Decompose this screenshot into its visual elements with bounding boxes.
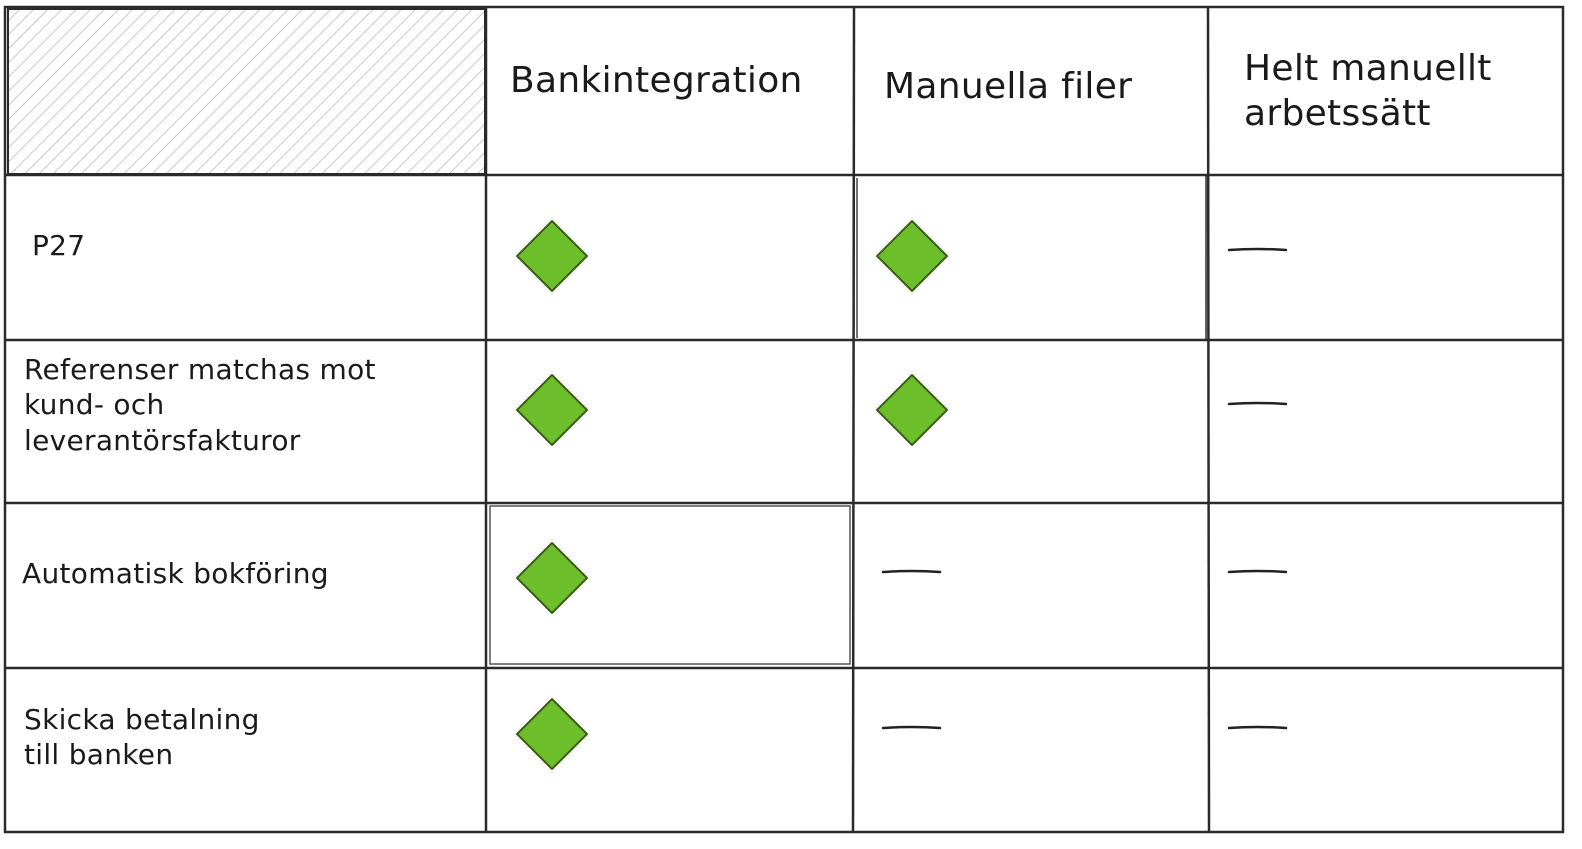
dash-line	[1227, 569, 1288, 574]
green-diamond-icon	[516, 698, 588, 770]
diamond-shape	[516, 220, 588, 292]
column-header-manuella-filer: Manuella filer	[884, 66, 1133, 107]
table-border	[3, 5, 1565, 834]
diamond-shape	[516, 374, 588, 446]
diamond-shape	[516, 698, 588, 770]
dash-line	[881, 569, 942, 574]
column-header-helt-manuellt: Helt manuellt arbetssätt	[1244, 48, 1492, 135]
dash-icon	[881, 725, 942, 730]
dash-line	[881, 725, 942, 730]
row-label-skicka-betalning: Skicka betalning till banken	[24, 703, 260, 772]
grid-vline-2	[851, 6, 856, 833]
dash-icon	[1227, 725, 1288, 730]
green-diamond-icon	[516, 220, 588, 292]
dash-line	[1227, 401, 1288, 406]
grid-vline-3	[1206, 6, 1211, 833]
dash-line	[1227, 725, 1288, 730]
dash-icon	[881, 569, 942, 574]
column-header-bankintegration: Bankintegration	[510, 60, 803, 101]
dash-icon	[1227, 569, 1288, 574]
sketch-cell-border	[489, 505, 851, 665]
hatched-corner-cell	[7, 8, 486, 175]
green-diamond-icon	[516, 374, 588, 446]
row-label-referenser: Referenser matchas mot kund- och leveran…	[24, 353, 376, 457]
diamond-shape	[876, 374, 948, 446]
row-label-automatisk-bokforing: Automatisk bokföring	[22, 557, 329, 590]
dash-icon	[1227, 401, 1288, 406]
row-label-p27: P27	[32, 229, 86, 262]
green-diamond-icon	[876, 374, 948, 446]
green-diamond-icon	[516, 542, 588, 614]
diamond-shape	[876, 220, 948, 292]
diamond-shape	[516, 542, 588, 614]
green-diamond-icon	[876, 220, 948, 292]
dash-icon	[1227, 247, 1288, 252]
dash-line	[1227, 247, 1288, 252]
